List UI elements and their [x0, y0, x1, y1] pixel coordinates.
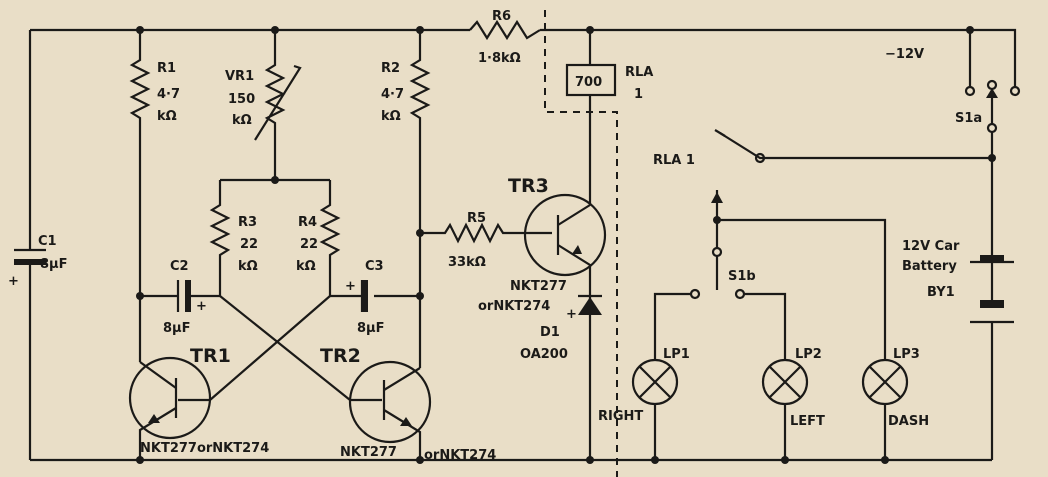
c1-capacitor [14, 30, 46, 460]
c1-label: C1 [38, 234, 57, 249]
c3-polarity: + [345, 279, 356, 294]
r4-resistor [319, 180, 341, 296]
vr1-unit: kΩ [232, 113, 252, 128]
tr2-label: TR2 [320, 345, 361, 367]
lp3-label: LP3 [893, 347, 920, 362]
c2-label: C2 [170, 259, 189, 274]
tr3-type: NKT277 [510, 279, 567, 294]
c3-label: C3 [365, 259, 384, 274]
supply-label: −12V [885, 47, 924, 62]
vr1-potentiometer [254, 30, 302, 180]
c3-value: 8µF [357, 321, 385, 336]
tr2-type: NKT277 [340, 445, 397, 460]
junction-dots [136, 26, 996, 464]
battery-name: BY1 [927, 285, 955, 300]
tr3-transistor [523, 30, 607, 460]
relay-coil [565, 63, 617, 97]
c1-value: 8µF [40, 257, 68, 272]
d1-type: OA200 [520, 347, 568, 362]
relay-label: RLA [625, 65, 653, 80]
r6-value: 1·8kΩ [478, 51, 521, 66]
d1-label: D1 [540, 325, 560, 340]
r5-resistor [420, 222, 552, 244]
vr1-label: VR1 [225, 69, 254, 84]
r3-unit: kΩ [238, 259, 258, 274]
lp3-function: DASH [888, 414, 929, 429]
d1-diode [578, 294, 602, 315]
c3-plate [362, 280, 368, 312]
r1-resistor [129, 30, 151, 362]
r1-label: R1 [157, 61, 176, 76]
tr1-label: TR1 [190, 345, 231, 367]
r4-unit: kΩ [296, 259, 316, 274]
r4-value: 22 [300, 237, 318, 252]
c1-polarity: + [8, 274, 19, 289]
lp1-function: RIGHT [598, 409, 643, 424]
r3-value: 22 [240, 237, 258, 252]
battery [970, 255, 1014, 324]
r2-value: 4·7 [381, 87, 404, 102]
r4-label: R4 [298, 215, 317, 230]
c2-capacitor [140, 280, 220, 312]
tr2-transistor [348, 360, 432, 460]
s1a-switch[interactable] [964, 79, 1021, 460]
rla1-contact [714, 129, 992, 164]
relay-contacts: 1 [634, 87, 643, 102]
c2-plate [185, 280, 191, 312]
s1b-switch[interactable] [653, 190, 887, 360]
lp1-lamp [631, 358, 679, 460]
rla1-label: RLA 1 [653, 153, 695, 168]
top-rail [30, 28, 1017, 88]
r1-value: 4·7 [157, 87, 180, 102]
r2-resistor [409, 30, 431, 368]
c1-plate [14, 259, 46, 265]
c3-capacitor [330, 280, 420, 312]
vr1-value: 150 [228, 92, 255, 107]
r1-unit: kΩ [157, 109, 177, 124]
lp2-lamp [761, 358, 809, 460]
r6-label: R6 [492, 9, 511, 24]
tr3-type-alt: orNKT274 [478, 299, 550, 314]
c2-polarity: + [196, 299, 207, 314]
lp3-lamp [861, 358, 909, 460]
lp2-function: LEFT [790, 414, 825, 429]
d1-polarity: + [566, 307, 577, 322]
tr3-label: TR3 [508, 175, 549, 197]
r2-label: R2 [381, 61, 400, 76]
r3-label: R3 [238, 215, 257, 230]
lp2-label: LP2 [795, 347, 822, 362]
relay-coil-value: 700 [575, 75, 602, 90]
r5-value: 33kΩ [448, 255, 486, 270]
tr1-type: NKT277orNKT274 [140, 441, 269, 456]
battery-label-1: 12V Car [902, 239, 960, 254]
s1a-label: S1a [955, 111, 982, 126]
cross-coupling [209, 295, 351, 401]
r3-resistor [209, 180, 231, 296]
lp1-label: LP1 [663, 347, 690, 362]
battery-label-2: Battery [902, 259, 957, 274]
r5-label: R5 [467, 211, 486, 226]
tr2-type-alt: orNKT274 [424, 448, 496, 463]
tr1-transistor [128, 356, 212, 460]
s1b-label: S1b [728, 269, 756, 284]
relay-linkage [544, 10, 618, 477]
r2-unit: kΩ [381, 109, 401, 124]
c2-value: 8µF [163, 321, 191, 336]
r6-resistor [469, 19, 541, 41]
